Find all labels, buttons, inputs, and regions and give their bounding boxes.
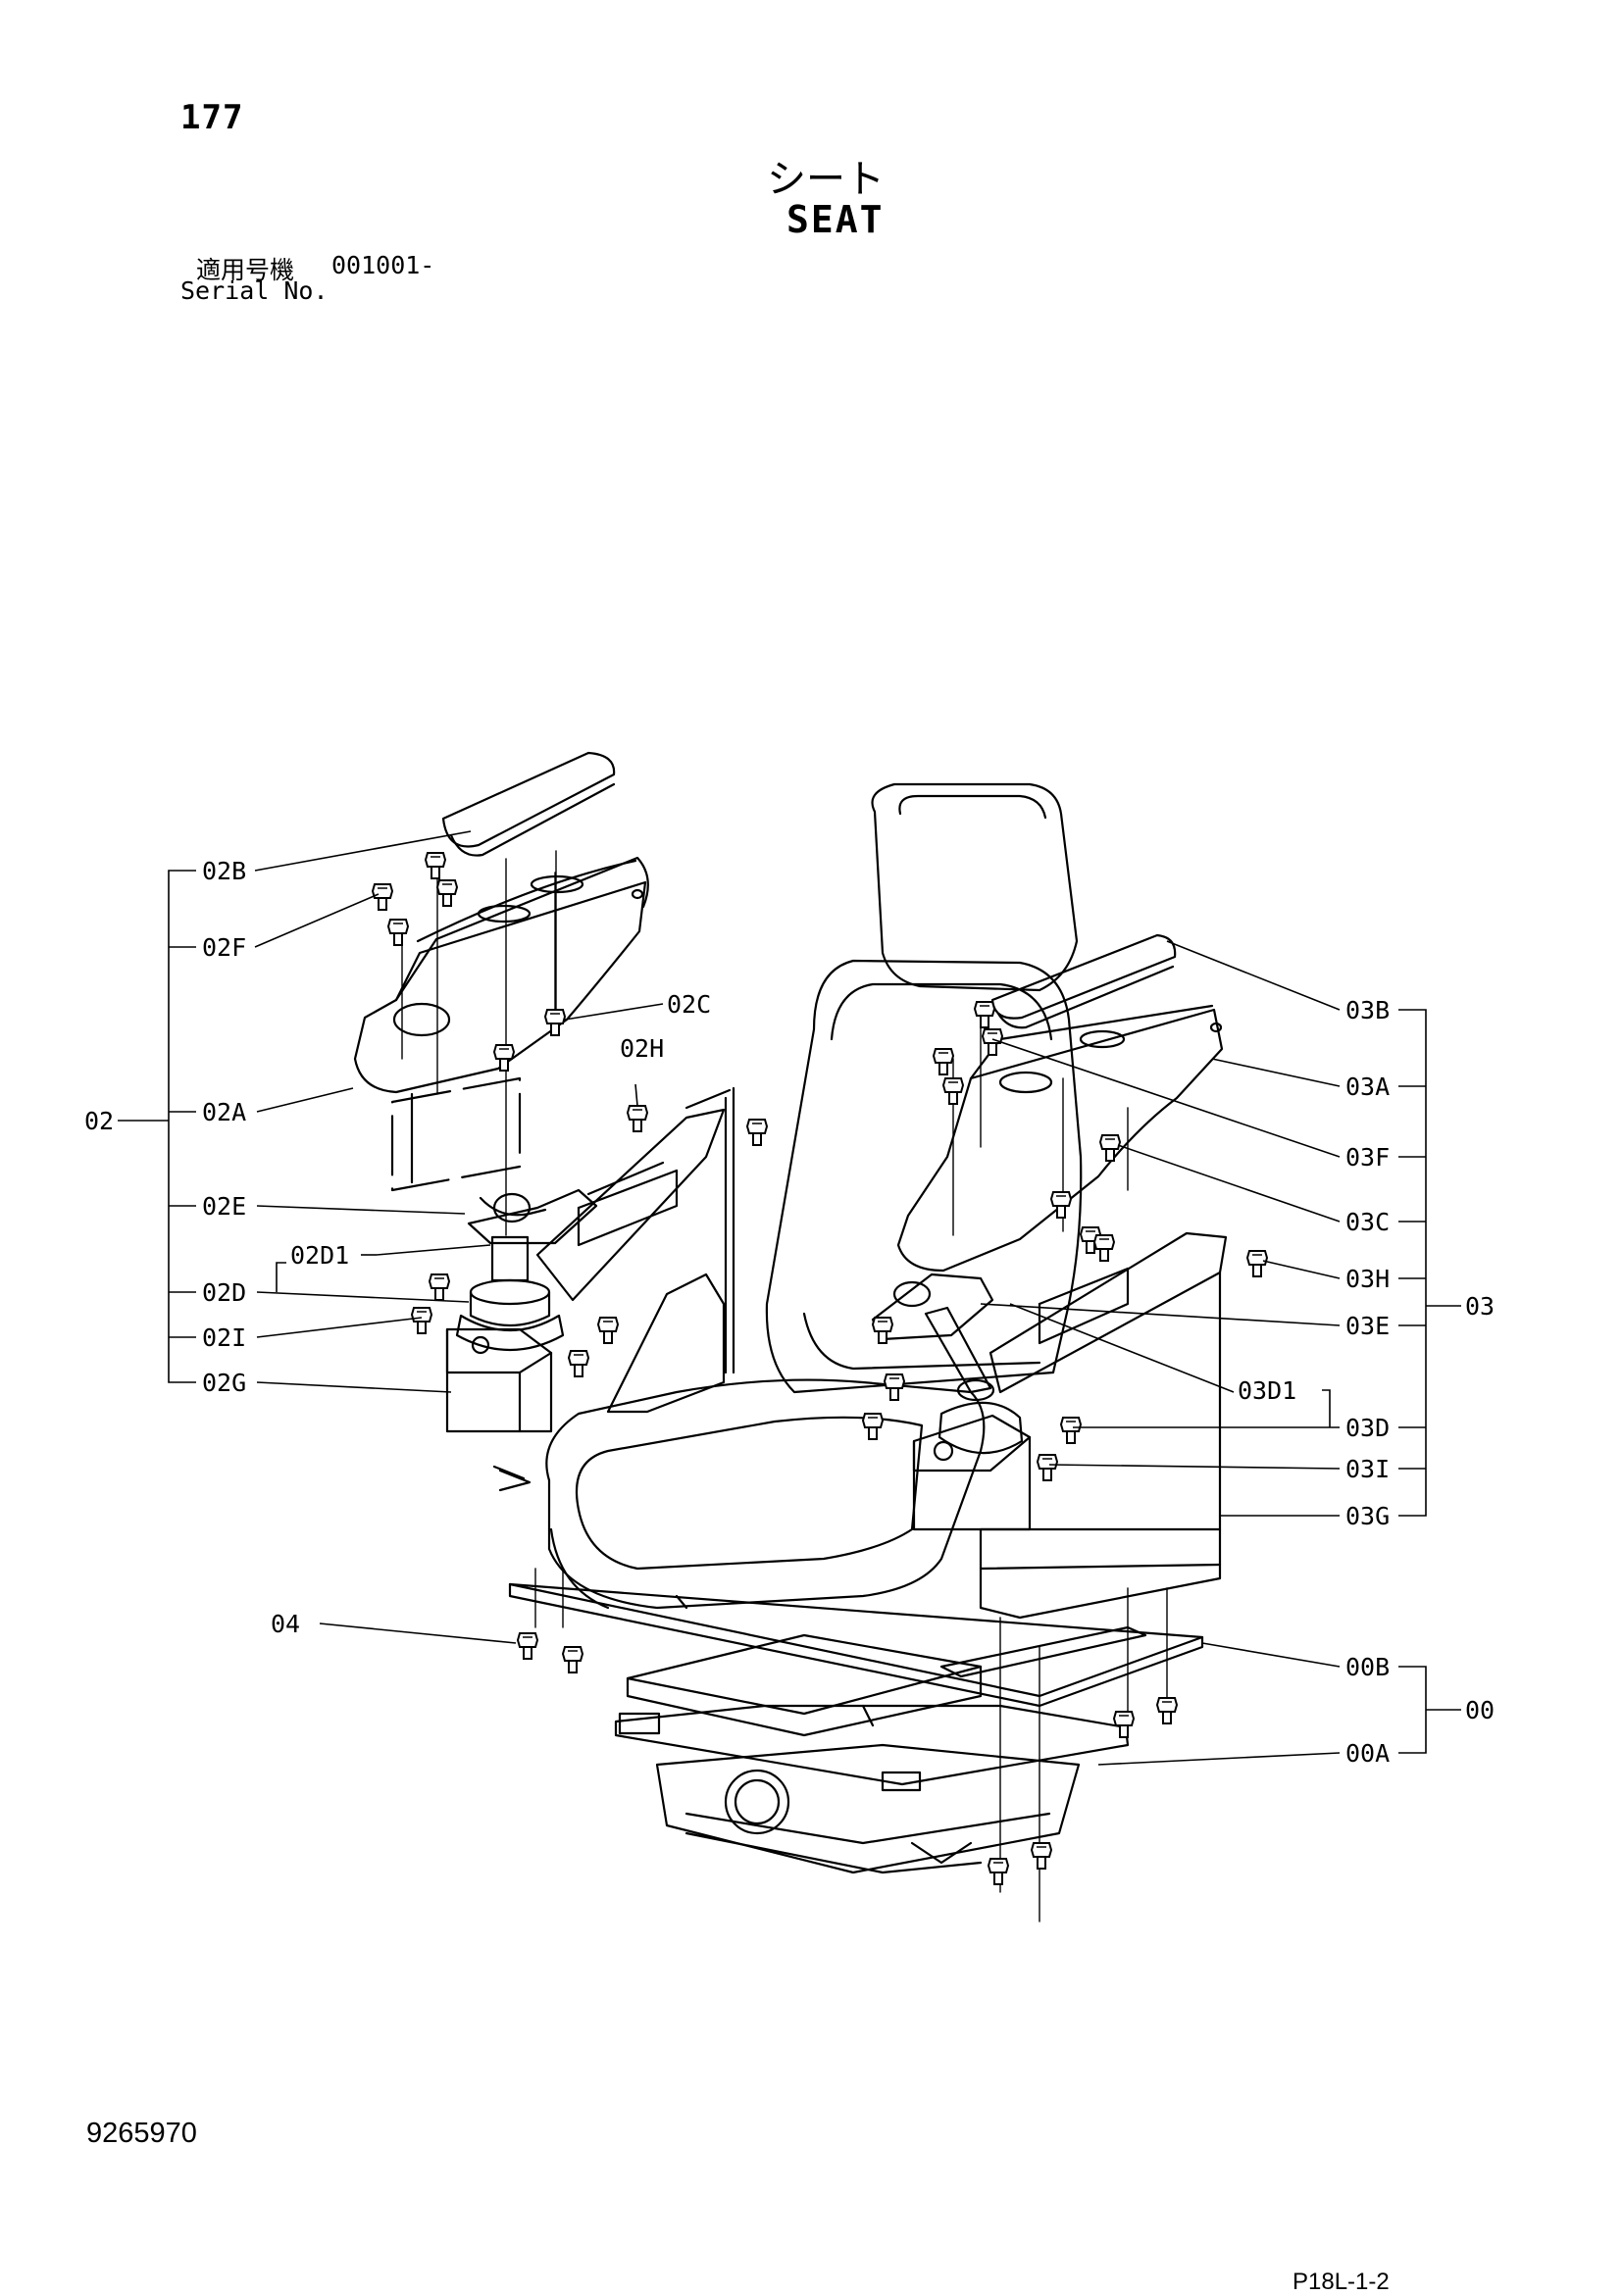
seat-suspension	[618, 1712, 1081, 1874]
callout-00B: 00B	[1345, 1653, 1390, 1681]
left-armrest-pad	[441, 751, 616, 857]
callout-group-00: 00	[1465, 1696, 1495, 1724]
left-side-rail	[535, 1086, 735, 1374]
left-armrest-column	[455, 1235, 565, 1351]
callout-03F: 03F	[1345, 1143, 1390, 1172]
callout-02G: 02G	[202, 1369, 246, 1397]
callout-02H: 02H	[620, 1034, 664, 1063]
callout-02E: 02E	[202, 1192, 246, 1221]
title-english: SEAT	[786, 198, 885, 241]
left-armrest-body	[353, 856, 649, 1094]
callout-03E: 03E	[1345, 1312, 1390, 1340]
callout-03A: 03A	[1345, 1073, 1390, 1101]
right-armrest-base-block	[912, 1414, 1032, 1531]
callout-03G: 03G	[1345, 1502, 1390, 1530]
callout-group-03: 03	[1465, 1292, 1495, 1321]
callout-02B: 02B	[202, 857, 246, 885]
callout-02I: 02I	[202, 1323, 246, 1352]
callout-02F: 02F	[202, 933, 246, 962]
callout-02A: 02A	[202, 1098, 246, 1126]
leader-lines	[118, 830, 1461, 1766]
title-japanese: シート	[767, 157, 885, 202]
serial-label-japanese: 適用号機	[196, 256, 295, 284]
callout-02D1: 02D1	[290, 1241, 349, 1270]
callout-02D: 02D	[202, 1278, 246, 1307]
callout-03C: 03C	[1345, 1208, 1390, 1236]
callout-03D: 03D	[1345, 1414, 1390, 1442]
bolts	[372, 852, 1268, 1885]
page-code: P18L-1-2	[1293, 2269, 1390, 2295]
right-armrest-pad	[990, 933, 1177, 1029]
page-number: 177	[180, 98, 244, 137]
seat-handle	[492, 1465, 532, 1492]
assembly-guide-lines	[401, 850, 1168, 1922]
serial-value: 001001-	[331, 251, 435, 279]
serial-label-english: Serial No.	[180, 276, 329, 305]
callout-labels: 02B 02F 02C 02H 02A 02E 02D1 02D 02I 02G…	[84, 857, 1495, 1768]
callout-03B: 03B	[1345, 996, 1390, 1024]
callout-04: 04	[271, 1610, 300, 1638]
right-seat-side-housing	[979, 1527, 1222, 1620]
document-number: 9265970	[86, 2118, 197, 2149]
seat-backrest	[765, 959, 1083, 1394]
left-armrest-slide-bracket	[467, 1188, 598, 1245]
right-side-rail	[988, 1231, 1228, 1531]
callout-group-02: 02	[84, 1107, 114, 1135]
left-armrest-bracket-plate	[390, 1076, 522, 1192]
right-armrest-body	[896, 1004, 1224, 1273]
left-seat-side-panel	[606, 1273, 726, 1414]
seat-cushion	[545, 1378, 986, 1610]
callout-03D1: 03D1	[1238, 1376, 1296, 1405]
callout-03H: 03H	[1345, 1265, 1390, 1293]
callout-02C: 02C	[667, 990, 711, 1019]
left-armrest-base-block	[445, 1327, 553, 1433]
callout-00A: 00A	[1345, 1739, 1390, 1768]
seat-headrest	[871, 782, 1079, 992]
right-armrest-column	[924, 1306, 1024, 1455]
callout-03I: 03I	[1345, 1455, 1390, 1483]
